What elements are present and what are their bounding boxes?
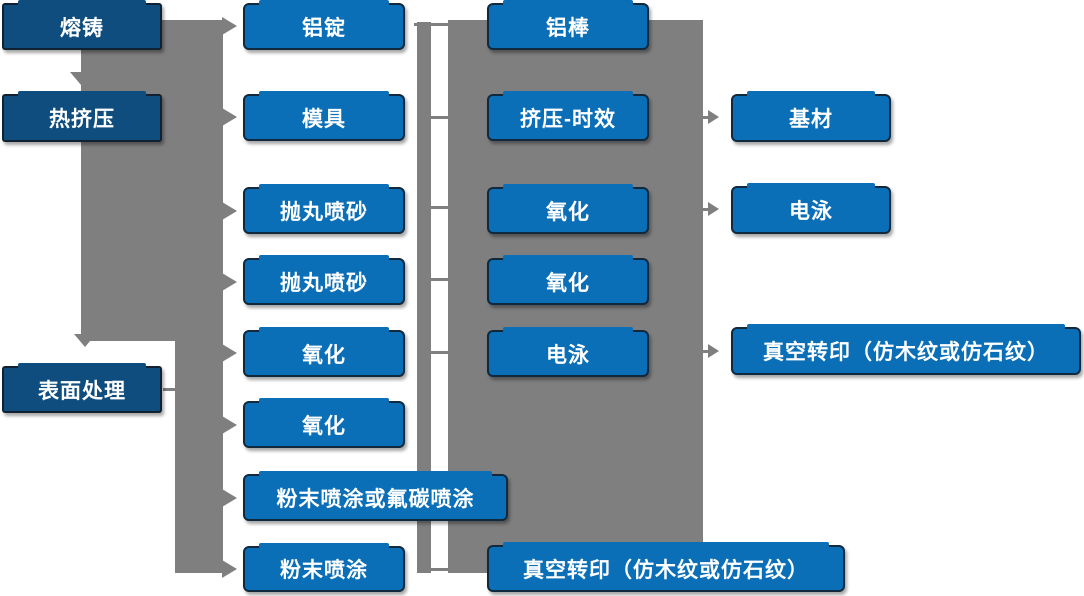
node-substrate: 基材 bbox=[731, 91, 891, 142]
connector-tick bbox=[431, 206, 448, 209]
node-oxidation-1: 氧化 bbox=[243, 327, 405, 377]
connector-tick bbox=[431, 116, 448, 119]
node-stage-hot-extrusion: 热挤压 bbox=[2, 91, 162, 142]
arrow-right-icon bbox=[708, 202, 719, 216]
arrow-right-icon bbox=[222, 202, 237, 220]
node-electrophoresis-2: 电泳 bbox=[731, 183, 891, 234]
arrow-right-icon bbox=[222, 489, 237, 507]
arrow-down-icon bbox=[74, 334, 96, 347]
node-shot-blasting-2: 抛丸喷砂 bbox=[243, 255, 405, 305]
arrow-stem bbox=[700, 116, 710, 119]
arrow-down-icon bbox=[70, 72, 92, 85]
node-oxidation-4: 氧化 bbox=[487, 255, 649, 305]
node-oxidation-2: 氧化 bbox=[243, 398, 405, 448]
arrow-right-icon bbox=[222, 17, 237, 35]
connector-tick bbox=[431, 278, 448, 281]
node-shot-blasting-1: 抛丸喷砂 bbox=[243, 184, 405, 234]
connector-tick bbox=[431, 351, 448, 354]
left-bus-upper bbox=[81, 20, 223, 341]
arrow-right-icon bbox=[222, 344, 237, 362]
node-stage-surface-treatment: 表面处理 bbox=[2, 363, 162, 413]
arrow-right-icon bbox=[708, 344, 719, 358]
node-powder-coating: 粉末喷涂 bbox=[243, 543, 405, 592]
arrow-right-icon bbox=[222, 108, 237, 126]
node-vacuum-transfer-1: 真空转印（仿木纹或仿石纹） bbox=[487, 542, 845, 592]
arrow-right-icon bbox=[222, 416, 237, 434]
node-vacuum-transfer-2: 真空转印（仿木纹或仿石纹） bbox=[731, 324, 1081, 375]
node-powder-or-fluorocarbon: 粉末喷涂或氟碳喷涂 bbox=[243, 471, 508, 521]
surface-treatment-stub-line bbox=[163, 388, 176, 391]
arrow-stem bbox=[700, 350, 710, 353]
arrow-stem bbox=[700, 208, 710, 211]
node-oxidation-3: 氧化 bbox=[487, 184, 649, 234]
left-bus-lower bbox=[175, 341, 223, 573]
arrow-right-icon bbox=[708, 110, 719, 124]
connector-tick bbox=[430, 568, 448, 571]
arrow-right-icon bbox=[222, 560, 237, 578]
node-mold: 模具 bbox=[243, 91, 405, 141]
node-electrophoresis-1: 电泳 bbox=[487, 327, 649, 377]
mid-bus-bar bbox=[417, 22, 431, 573]
connector-tick bbox=[414, 23, 448, 26]
node-stage-melting-casting: 熔铸 bbox=[2, 0, 162, 50]
node-aluminum-ingot: 铝锭 bbox=[243, 0, 405, 50]
arrow-right-icon bbox=[222, 273, 237, 291]
node-extrusion-aging: 挤压-时效 bbox=[487, 91, 649, 141]
node-aluminum-rod: 铝棒 bbox=[487, 0, 649, 50]
